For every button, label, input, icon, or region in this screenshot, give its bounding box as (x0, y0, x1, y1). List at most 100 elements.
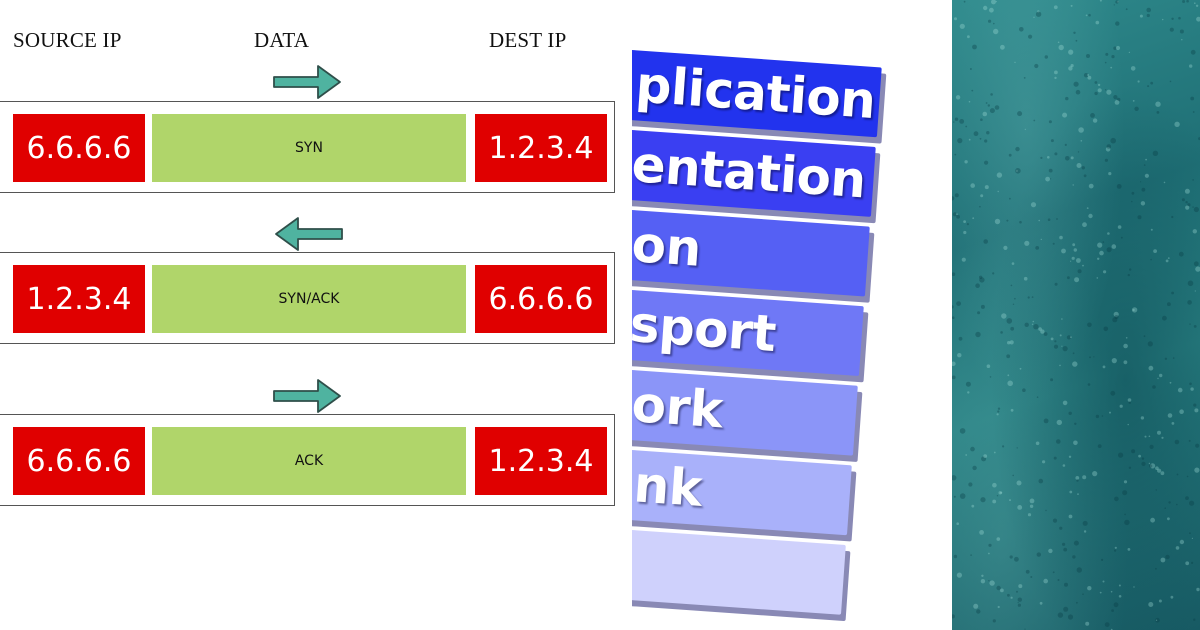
water-speckle (1009, 340, 1014, 345)
water-speckle (1035, 246, 1040, 250)
water-speckle (1043, 418, 1049, 424)
water-speckle (1059, 334, 1062, 337)
water-speckle (1178, 16, 1181, 20)
water-speckle (1057, 41, 1060, 44)
water-speckle (1073, 440, 1078, 446)
water-speckle (963, 230, 967, 235)
water-speckle (970, 446, 975, 452)
water-speckle (1162, 315, 1167, 321)
water-speckle (1148, 435, 1151, 438)
water-speckle (1169, 80, 1172, 83)
water-speckle (993, 451, 996, 454)
water-speckle (1110, 66, 1113, 69)
packet-row-syn: 6.6.6.6 SYN 1.2.3.4 (0, 101, 615, 193)
water-speckle (1062, 346, 1068, 352)
water-speckle (1123, 480, 1128, 484)
water-speckle (1111, 55, 1115, 59)
water-speckle (1007, 374, 1010, 377)
water-speckle (1127, 423, 1129, 426)
water-speckle (1140, 201, 1146, 206)
water-speckle (955, 95, 961, 100)
water-speckle (1054, 76, 1057, 80)
water-speckle (1010, 284, 1013, 287)
water-speckle (988, 19, 992, 23)
water-speckle (1178, 251, 1184, 257)
water-speckle (996, 495, 999, 497)
water-speckle (1029, 498, 1035, 504)
water-speckle (1194, 290, 1196, 292)
water-speckle (1114, 549, 1117, 552)
source-ip-cell: 1.2.3.4 (13, 265, 145, 333)
water-speckle (1050, 378, 1054, 382)
water-speckle (1106, 247, 1112, 253)
water-speckle (1137, 80, 1140, 83)
water-speckle (986, 131, 990, 135)
water-speckle (1067, 276, 1070, 280)
water-speckle (1172, 357, 1175, 359)
water-speckle (980, 579, 986, 584)
water-speckle (1007, 341, 1011, 345)
water-speckle (1072, 184, 1074, 186)
water-speckle (1195, 266, 1200, 272)
water-speckle (1116, 184, 1122, 189)
water-speckle (1196, 16, 1200, 22)
data-header: DATA (254, 28, 310, 52)
water-speckle (1014, 61, 1016, 64)
water-speckle (952, 361, 956, 367)
water-speckle (1070, 156, 1074, 160)
water-speckle (972, 465, 977, 471)
water-speckle (979, 205, 981, 208)
dest-ip-cell: 1.2.3.4 (475, 114, 607, 182)
water-speckle (1113, 602, 1119, 608)
water-speckle (996, 172, 1003, 178)
water-speckle (1059, 235, 1063, 240)
water-speckle (1033, 324, 1039, 330)
divider (946, 0, 952, 630)
water-speckle (1096, 277, 1099, 279)
water-speckle (1099, 250, 1104, 256)
water-speckle (1104, 158, 1108, 162)
water-speckle (1087, 586, 1092, 591)
water-speckle (1068, 455, 1072, 458)
water-speckle (979, 277, 985, 283)
water-speckle (1109, 411, 1111, 414)
water-speckle (1143, 335, 1146, 338)
water-speckle (988, 552, 990, 555)
water-speckle (1186, 475, 1189, 478)
water-speckle (1179, 29, 1184, 34)
tcp-handshake-panel: SOURCE IP DATA DEST IP 6.6.6.6 SYN 1.2.3… (0, 28, 615, 506)
water-speckle (1002, 445, 1005, 448)
osi-layer-label: on (632, 215, 703, 278)
water-speckle (1195, 443, 1200, 448)
osi-layer-bar: ork (632, 368, 858, 456)
water-speckle (1017, 602, 1019, 604)
water-speckle (982, 111, 988, 117)
source-ip-header: SOURCE IP (13, 28, 122, 52)
water-speckle (1165, 554, 1170, 560)
water-speckle (1102, 365, 1106, 369)
water-speckle (1155, 489, 1157, 491)
water-speckle (1017, 505, 1023, 510)
water-speckle (1150, 258, 1152, 261)
water-speckle (1110, 590, 1113, 593)
water-speckle (1073, 31, 1076, 34)
water-speckle (1174, 121, 1180, 128)
water-speckle (1175, 546, 1180, 550)
water-speckle (1053, 5, 1058, 10)
water-speckle (1192, 229, 1197, 234)
water-speckle (952, 375, 956, 380)
water-speckle (1087, 322, 1092, 328)
water-speckle (1113, 95, 1118, 100)
water-speckle (992, 499, 997, 504)
water-speckle (1059, 526, 1063, 530)
water-speckle (1167, 413, 1173, 418)
water-speckle (1006, 219, 1009, 222)
water-speckle (1128, 401, 1131, 404)
water-speckle (1181, 198, 1185, 202)
water-speckle (1061, 345, 1063, 347)
water-speckle (1181, 39, 1183, 41)
water-speckle (1040, 238, 1042, 241)
water-speckle (1163, 181, 1166, 184)
water-speckle (1157, 430, 1161, 435)
